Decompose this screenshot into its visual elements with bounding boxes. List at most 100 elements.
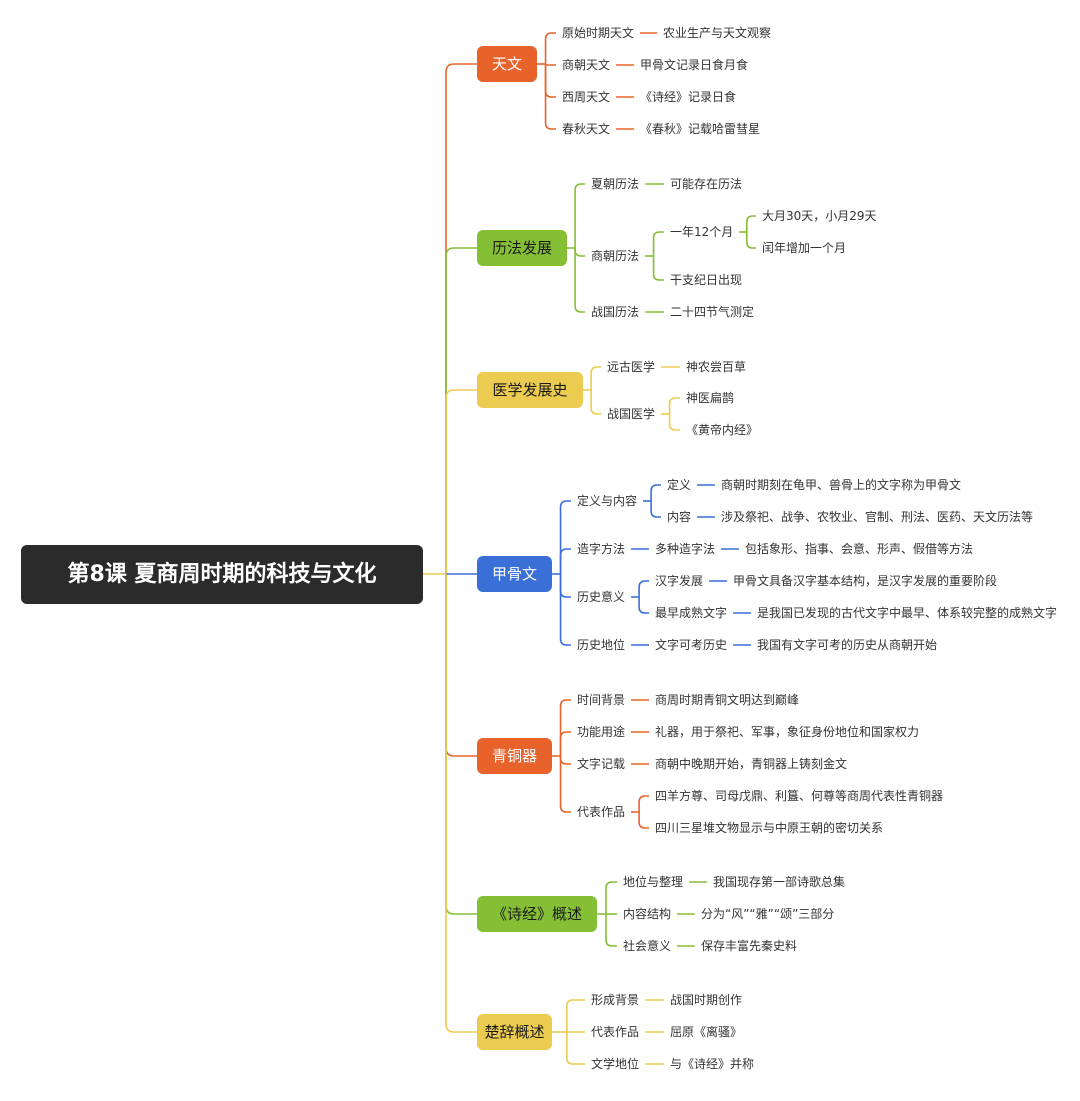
node-level1-label[interactable]: 时间背景 bbox=[577, 693, 626, 707]
node-level3-label[interactable]: 甲骨文具备汉字基本结构，是汉字发展的重要阶段 bbox=[733, 574, 998, 588]
root-node-title[interactable]: 第8课 夏商周时期的科技与文化 bbox=[21, 545, 423, 604]
node-level2-label[interactable]: 《诗经》记录日食 bbox=[640, 90, 737, 104]
node-level2-label[interactable]: 与《诗经》并称 bbox=[670, 1057, 755, 1071]
connector-line bbox=[590, 390, 601, 415]
node-level1-label[interactable]: 功能用途 bbox=[577, 725, 626, 739]
node-level3-label[interactable]: 大月30天，小月29天 bbox=[762, 209, 877, 223]
node-level2-label[interactable]: 内容 bbox=[667, 510, 692, 524]
node-level2-label[interactable]: 可能存在历法 bbox=[670, 177, 743, 191]
node-level2-label[interactable]: 保存丰富先秦史料 bbox=[701, 939, 798, 953]
node-level1-label[interactable]: 原始时期天文 bbox=[562, 26, 635, 40]
node-level2-label[interactable]: 战国时期创作 bbox=[670, 993, 743, 1007]
node-level1-label[interactable]: 内容结构 bbox=[623, 907, 672, 921]
connector-line bbox=[566, 999, 585, 1032]
node-level2-label[interactable]: 甲骨文记录日食月食 bbox=[640, 58, 749, 72]
connector-line bbox=[559, 756, 571, 765]
node-level1-label[interactable]: 西周天文 bbox=[562, 90, 611, 104]
node-level1-label[interactable]: 文学地位 bbox=[591, 1057, 640, 1071]
connector-line bbox=[605, 914, 617, 947]
node-level2-label[interactable]: 分为“风”“雅”“颂”三部分 bbox=[701, 907, 835, 921]
connector-line bbox=[544, 64, 556, 130]
connector-line bbox=[745, 215, 756, 232]
node-level2-label[interactable]: 商朝中晚期开始，青铜器上铸刻金文 bbox=[655, 757, 848, 771]
branch-connector bbox=[445, 389, 477, 574]
node-level3-label[interactable]: 闰年增加一个月 bbox=[762, 241, 847, 255]
branch-node[interactable]: 医学发展史 bbox=[477, 372, 583, 408]
connector-line bbox=[745, 232, 756, 249]
node-level2-label[interactable]: 二十四节气测定 bbox=[670, 305, 755, 319]
node-level2-label[interactable]: 一年12个月 bbox=[670, 225, 734, 239]
branch-node[interactable]: 楚辞概述 bbox=[477, 1014, 552, 1050]
node-level2-label[interactable]: 《黄帝内经》 bbox=[686, 423, 759, 437]
node-level2-label[interactable]: 屈原《离骚》 bbox=[670, 1025, 743, 1039]
node-level3-label[interactable]: 我国有文字可考的历史从商朝开始 bbox=[757, 638, 938, 652]
node-level1-label[interactable]: 商朝天文 bbox=[562, 58, 611, 72]
node-level2-label[interactable]: 文字可考历史 bbox=[655, 638, 728, 652]
node-level2-label[interactable]: 干支纪日出现 bbox=[670, 273, 743, 287]
branch-node[interactable]: 甲骨文 bbox=[477, 556, 552, 592]
branch-node[interactable]: 天文 bbox=[477, 46, 537, 82]
connector-line bbox=[574, 248, 585, 257]
node-level2-label[interactable]: 四羊方尊、司母戊鼎、利簋、何尊等商周代表性青铜器 bbox=[655, 789, 944, 803]
branch-connector bbox=[445, 574, 477, 757]
node-level2-label[interactable]: 商周时期青铜文明达到巅峰 bbox=[655, 693, 800, 707]
connector-line bbox=[544, 63, 556, 66]
node-level1-label[interactable]: 远古医学 bbox=[607, 360, 656, 374]
node-level2-label[interactable]: 神农尝百草 bbox=[686, 360, 747, 374]
connector-line bbox=[650, 484, 661, 501]
connector-line bbox=[638, 580, 649, 597]
node-level2-label[interactable]: 定义 bbox=[667, 478, 692, 492]
connector-line bbox=[544, 64, 556, 98]
node-level1-label[interactable]: 战国医学 bbox=[607, 407, 656, 421]
node-level2-label[interactable]: 汉字发展 bbox=[655, 574, 704, 588]
connector-line bbox=[559, 731, 571, 756]
branch-node[interactable]: 历法发展 bbox=[477, 230, 567, 266]
connector-line bbox=[638, 812, 649, 829]
connector-line bbox=[590, 366, 601, 390]
connector-line bbox=[638, 597, 649, 614]
node-level2-label[interactable]: 我国现存第一部诗歌总集 bbox=[713, 875, 846, 889]
connector-line bbox=[650, 501, 661, 518]
node-level2-label[interactable]: 神医扁鹊 bbox=[686, 391, 735, 405]
connector-line bbox=[668, 414, 680, 431]
node-level1-label[interactable]: 地位与整理 bbox=[623, 875, 684, 889]
node-level1-label[interactable]: 商朝历法 bbox=[591, 249, 640, 263]
node-level1-label[interactable]: 春秋天文 bbox=[562, 122, 611, 136]
node-level2-label[interactable]: 最早成熟文字 bbox=[655, 606, 728, 620]
node-level1-label[interactable]: 历史意义 bbox=[577, 590, 626, 604]
connector-line bbox=[559, 756, 571, 813]
node-level1-label[interactable]: 历史地位 bbox=[577, 638, 626, 652]
connector-line bbox=[638, 795, 649, 812]
branch-connector bbox=[445, 574, 477, 915]
branch-node[interactable]: 青铜器 bbox=[477, 738, 552, 774]
connector-line bbox=[559, 548, 571, 574]
branch-node[interactable]: 《诗经》概述 bbox=[477, 896, 597, 932]
connector-line bbox=[668, 397, 680, 414]
node-level3-label[interactable]: 包括象形、指事、会意、形声、假借等方法 bbox=[745, 542, 974, 556]
node-level1-label[interactable]: 代表作品 bbox=[591, 1025, 640, 1039]
node-level1-label[interactable]: 形成背景 bbox=[591, 993, 640, 1007]
node-level2-label[interactable]: 礼器，用于祭祀、军事，象征身份地位和国家权力 bbox=[655, 725, 920, 739]
connector-line bbox=[605, 881, 617, 914]
node-level2-label[interactable]: 《春秋》记载哈雷彗星 bbox=[640, 122, 761, 136]
connector-line bbox=[566, 1032, 585, 1065]
node-level3-label[interactable]: 商朝时期刻在龟甲、兽骨上的文字称为甲骨文 bbox=[721, 478, 962, 492]
node-level1-label[interactable]: 社会意义 bbox=[623, 939, 672, 953]
connector-line bbox=[559, 500, 571, 574]
node-level3-label[interactable]: 是我国已发现的古代文字中最早、体系较完整的成熟文字 bbox=[757, 606, 1058, 620]
node-level1-label[interactable]: 战国历法 bbox=[591, 305, 640, 319]
node-level2-label[interactable]: 四川三星堆文物显示与中原王朝的密切关系 bbox=[655, 821, 884, 835]
node-level1-label[interactable]: 定义与内容 bbox=[577, 494, 638, 508]
node-level3-label[interactable]: 涉及祭祀、战争、农牧业、官制、刑法、医药、天文历法等 bbox=[721, 510, 1034, 524]
node-level2-label[interactable]: 农业生产与天文观察 bbox=[663, 26, 772, 40]
connector-line bbox=[544, 32, 556, 64]
branch-connector bbox=[445, 574, 477, 1033]
node-level1-label[interactable]: 夏朝历法 bbox=[591, 177, 640, 191]
node-level1-label[interactable]: 代表作品 bbox=[577, 805, 626, 819]
connector-line bbox=[652, 256, 664, 281]
node-level1-label[interactable]: 造字方法 bbox=[577, 542, 626, 556]
node-level2-label[interactable]: 多种造字法 bbox=[655, 542, 716, 556]
node-level1-label[interactable]: 文字记载 bbox=[577, 757, 626, 771]
